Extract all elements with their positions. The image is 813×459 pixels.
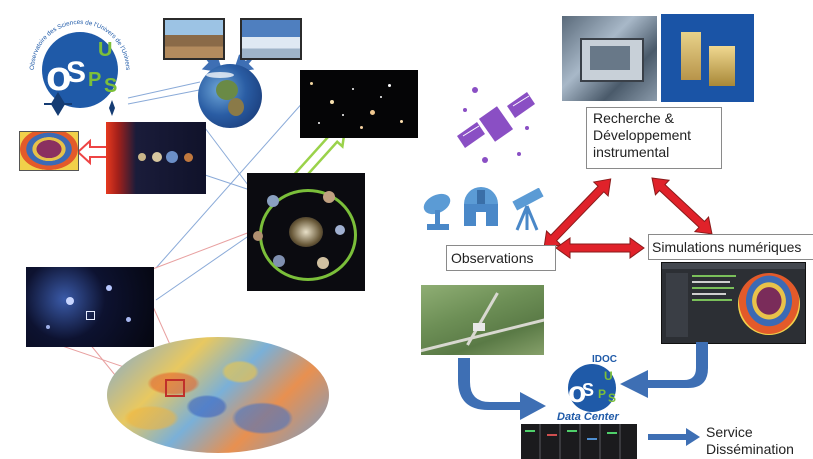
optical-telescope-icon [512, 188, 544, 231]
arrow-obs-rnd [543, 178, 612, 249]
instrument-photo-2 [661, 14, 754, 102]
logo-letter-s: S [66, 56, 86, 89]
observatory-icon [464, 187, 498, 226]
arrow-to-service [648, 428, 700, 446]
arrow-rnd-sim [651, 177, 713, 235]
radio-telescope-icon [423, 193, 451, 230]
observations-box: Observations [446, 245, 556, 271]
logo-letter-s2: S [104, 75, 117, 97]
idoc-logo: IDOC o S U P S [568, 354, 617, 412]
service-line-1: Service [706, 424, 753, 440]
idoc-text: IDOC [592, 354, 617, 365]
arrow-obs-sim [555, 237, 645, 259]
cosmic-web-image [26, 267, 154, 347]
logo-letter-p: P [88, 69, 101, 91]
logo-letter-u: U [98, 39, 112, 61]
cmb-planck-map [107, 337, 329, 453]
service-line-2: Dissémination [706, 441, 794, 457]
arrow-obs-to-datacenter [458, 358, 546, 420]
observations-label: Observations [451, 250, 534, 266]
dc-letter-s: S [582, 380, 594, 400]
interferometer-photo [421, 285, 544, 355]
service-dissemination: Service Dissémination [706, 424, 794, 458]
datacenter-label: Data Center [557, 411, 619, 423]
simulations-box: Simulations numériques [648, 234, 813, 260]
solar-system-image [106, 122, 206, 194]
rnd-line-3: instrumental [593, 144, 670, 160]
landscape-photo-1 [163, 18, 225, 60]
star-field-image [300, 70, 418, 138]
instrument-photo-1 [562, 16, 657, 101]
satellite-icon [457, 87, 535, 163]
arrow-sim-to-datacenter [620, 342, 708, 398]
simulation-screenshot [661, 262, 806, 344]
datacenter-racks [521, 424, 637, 459]
earth-image [198, 64, 262, 128]
mini-cmb-image [19, 131, 79, 171]
cosmic-evolution-diagram [247, 173, 365, 291]
dc-letter-s2: S [608, 391, 616, 405]
rnd-box: Recherche & Développement instrumental [586, 107, 722, 169]
dc-letter-p: P [598, 387, 606, 401]
osups-logo: Observatoire des Sciences de l'Univers d… [20, 8, 131, 116]
simulations-label: Simulations numériques [652, 239, 802, 255]
rnd-line-2: Développement [593, 127, 692, 143]
logo-letter-o: o [46, 52, 72, 99]
rnd-line-1: Recherche & [593, 110, 674, 126]
dc-letter-u: U [604, 369, 613, 383]
dc-letter-o: o [568, 376, 586, 409]
landscape-photo-2 [240, 18, 302, 60]
